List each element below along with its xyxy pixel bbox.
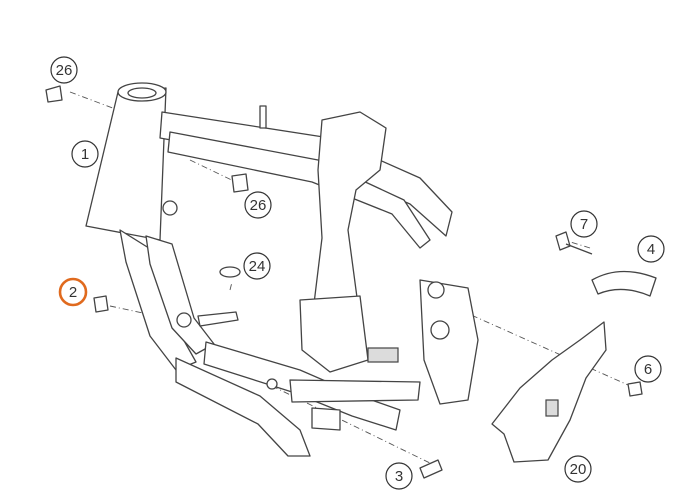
mount-boss-upper — [162, 200, 178, 216]
swingarm-pivot-plate — [419, 279, 479, 405]
callout-label: 26 — [250, 197, 267, 214]
callout-26-middle: 26 — [244, 191, 272, 219]
bolt-7-head — [555, 231, 571, 251]
main-frame — [85, 82, 479, 457]
callout-3: 3 — [385, 462, 413, 490]
callout-label: 1 — [81, 146, 89, 163]
head-tube-bore — [127, 87, 157, 99]
callout-label: 4 — [647, 241, 655, 258]
skid-bracket — [311, 407, 341, 431]
rubber-bumper-24 — [219, 266, 241, 278]
pivot-boss-lower — [430, 320, 450, 340]
callout-26-top: 26 — [50, 56, 78, 84]
small-parts — [45, 85, 657, 479]
leader-26a — [69, 91, 151, 123]
callout-20: 20 — [564, 455, 592, 483]
cradle-boss — [266, 378, 278, 390]
callout-1: 1 — [71, 140, 99, 168]
pivot-boss-upper — [427, 281, 445, 299]
bolt-3-head — [419, 459, 443, 479]
callout-2-highlighted: 2 — [58, 277, 88, 307]
chain-guide-4 — [591, 270, 657, 297]
chain-guard-20 — [491, 321, 607, 463]
callout-label: 24 — [249, 258, 266, 275]
callout-label: 3 — [395, 468, 403, 485]
callout-label: 7 — [580, 216, 588, 233]
lower-cradle-left — [175, 357, 311, 457]
rear-upper-bracket — [311, 111, 387, 341]
centre-gusset — [299, 295, 369, 373]
callout-label: 20 — [570, 461, 587, 478]
cross-member — [289, 379, 421, 403]
chain-guard-insert — [545, 399, 559, 417]
leader-24 — [229, 281, 233, 291]
nut-6 — [627, 381, 643, 397]
footrest-bracket — [197, 311, 239, 327]
callout-4: 4 — [637, 235, 665, 263]
steering-head-tube — [85, 87, 167, 241]
callout-7: 7 — [570, 210, 598, 238]
leader-6 — [459, 309, 629, 386]
nut-2 — [93, 295, 109, 313]
mount-boss-lower — [176, 312, 192, 328]
bolt-7-shank — [565, 243, 593, 255]
callout-24: 24 — [243, 252, 271, 280]
callout-6: 6 — [634, 355, 662, 383]
callout-label: 26 — [56, 62, 73, 79]
callout-label: 6 — [644, 361, 652, 378]
frame-stud — [259, 105, 267, 129]
plug-26-lower — [231, 173, 249, 193]
leader-26b — [189, 159, 241, 185]
frame-label-plate — [367, 347, 399, 363]
plug-26-upper — [45, 85, 63, 103]
callout-label: 2 — [69, 284, 77, 301]
